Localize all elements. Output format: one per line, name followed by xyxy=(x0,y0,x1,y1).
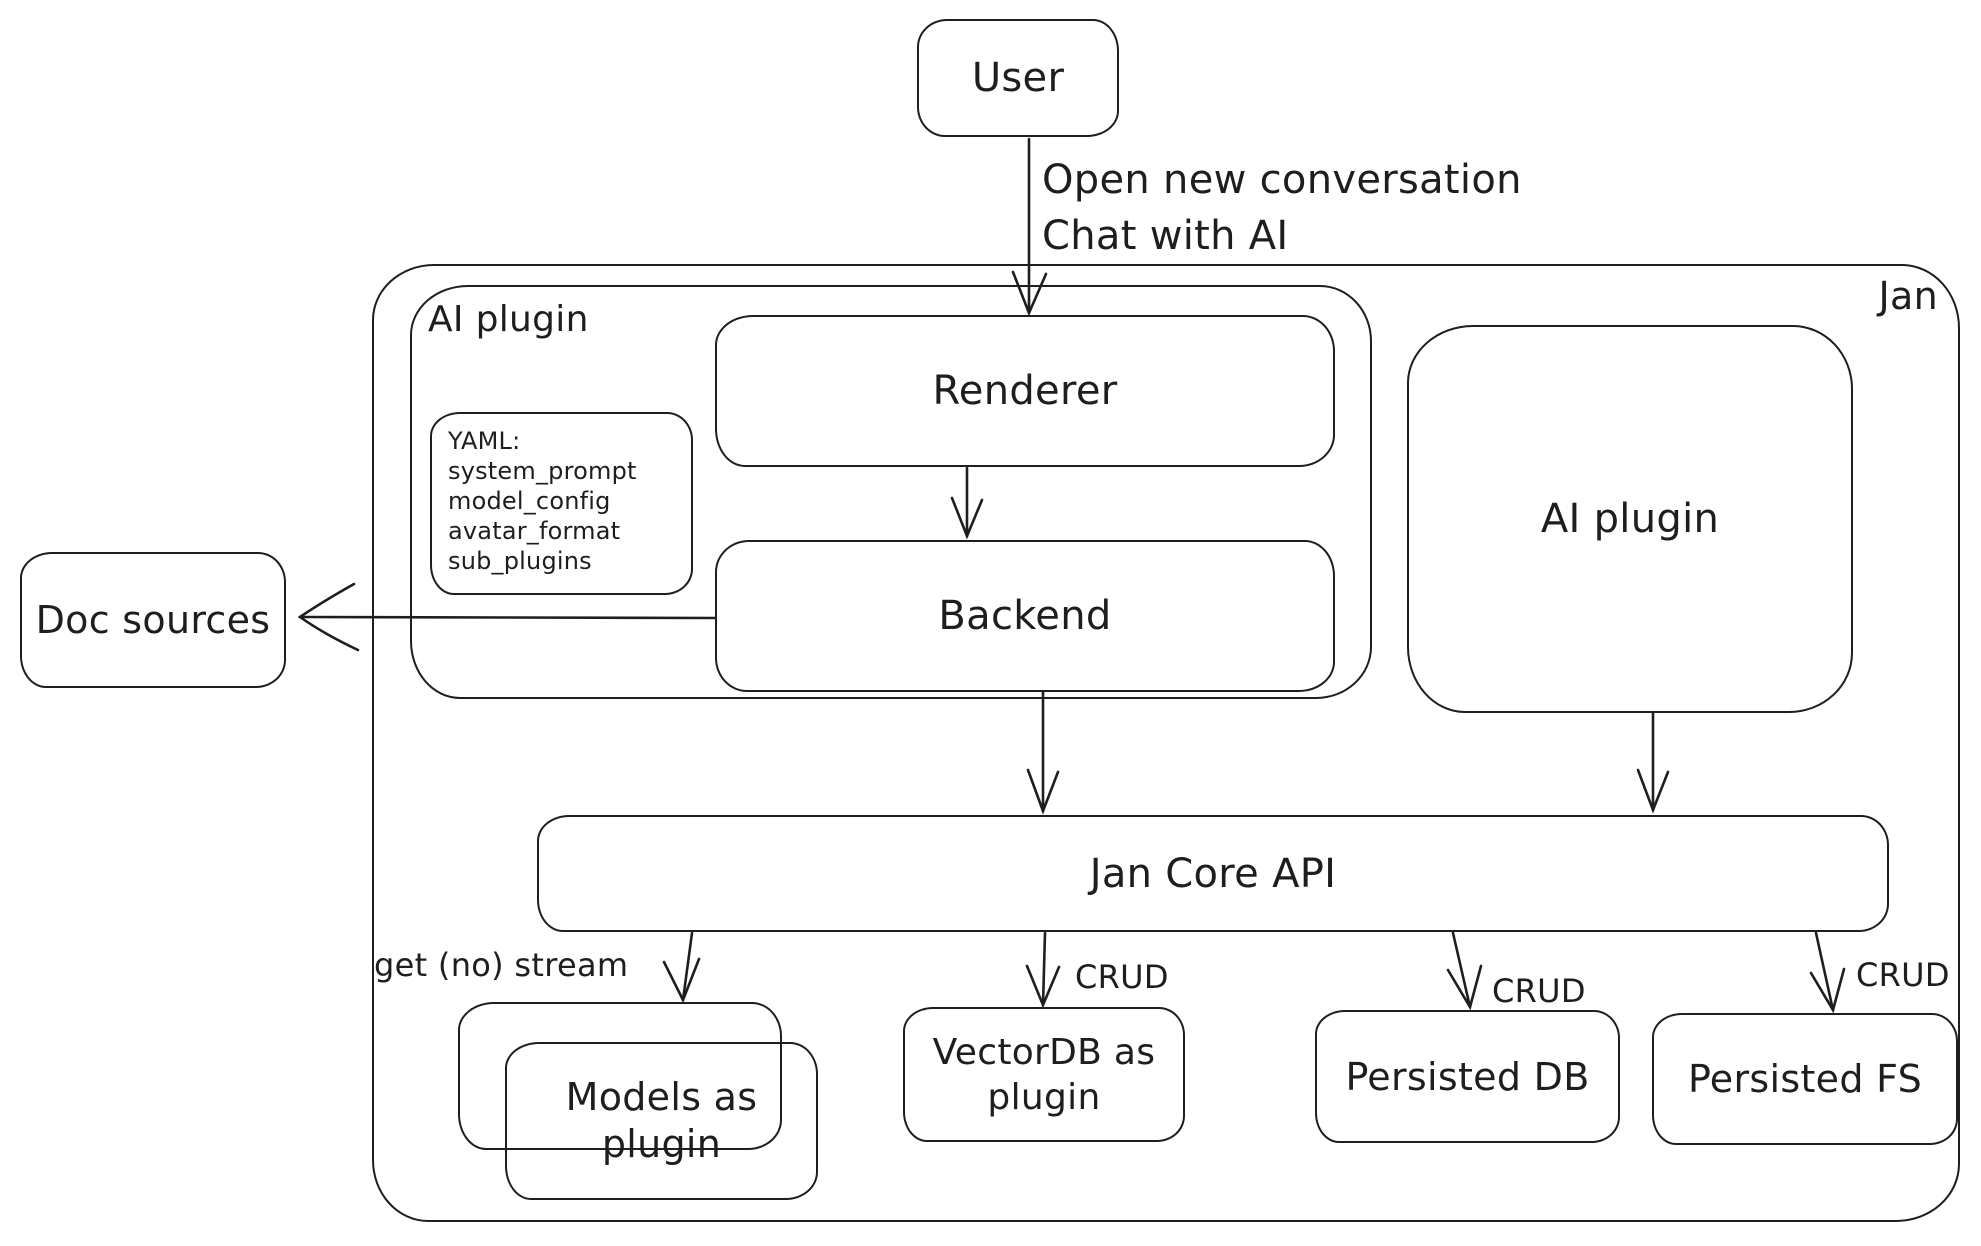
edge-label-get-no-stream: get (no) stream xyxy=(374,946,629,984)
yaml-note-title: YAML: xyxy=(448,427,521,455)
ai-plugin-left-label: AI plugin xyxy=(428,299,589,340)
yaml-note-line: sub_plugins xyxy=(448,547,592,575)
edge-label-crud-persisted-fs: CRUD xyxy=(1856,956,1950,994)
user-node: User xyxy=(917,19,1119,137)
jan-container-box: Jan xyxy=(372,264,1960,1222)
jan-container-label: Jan xyxy=(1878,274,1938,318)
renderer-node: Renderer xyxy=(715,315,1335,467)
persisted-fs-node: Persisted FS xyxy=(1652,1013,1958,1145)
edge-label-line: Chat with AI xyxy=(1042,213,1289,259)
edge-label-crud-vectordb: CRUD xyxy=(1075,958,1169,996)
yaml-note-line: model_config xyxy=(448,487,611,515)
doc-sources-node: Doc sources xyxy=(20,552,286,688)
models-as-plugin-node: Models as plugin xyxy=(505,1042,818,1200)
yaml-config-note: YAML: system_prompt model_config avatar_… xyxy=(430,412,693,595)
edge-label-open-conversation: Open new conversation Chat with AI xyxy=(1042,152,1522,264)
ai-plugin-left-group: AI plugin xyxy=(410,285,1372,699)
ai-plugin-right-node: AI plugin xyxy=(1407,325,1853,713)
jan-core-api-node: Jan Core API xyxy=(537,815,1889,932)
edge-label-line: Open new conversation xyxy=(1042,157,1522,203)
persisted-db-node: Persisted DB xyxy=(1315,1010,1620,1143)
edge-label-crud-persisted-db: CRUD xyxy=(1492,972,1586,1010)
models-as-plugin-back-box xyxy=(458,1002,782,1150)
backend-node: Backend xyxy=(715,540,1335,692)
yaml-note-line: system_prompt xyxy=(448,457,637,485)
vectordb-as-plugin-node: VectorDB as plugin xyxy=(903,1007,1185,1142)
yaml-note-line: avatar_format xyxy=(448,517,621,545)
